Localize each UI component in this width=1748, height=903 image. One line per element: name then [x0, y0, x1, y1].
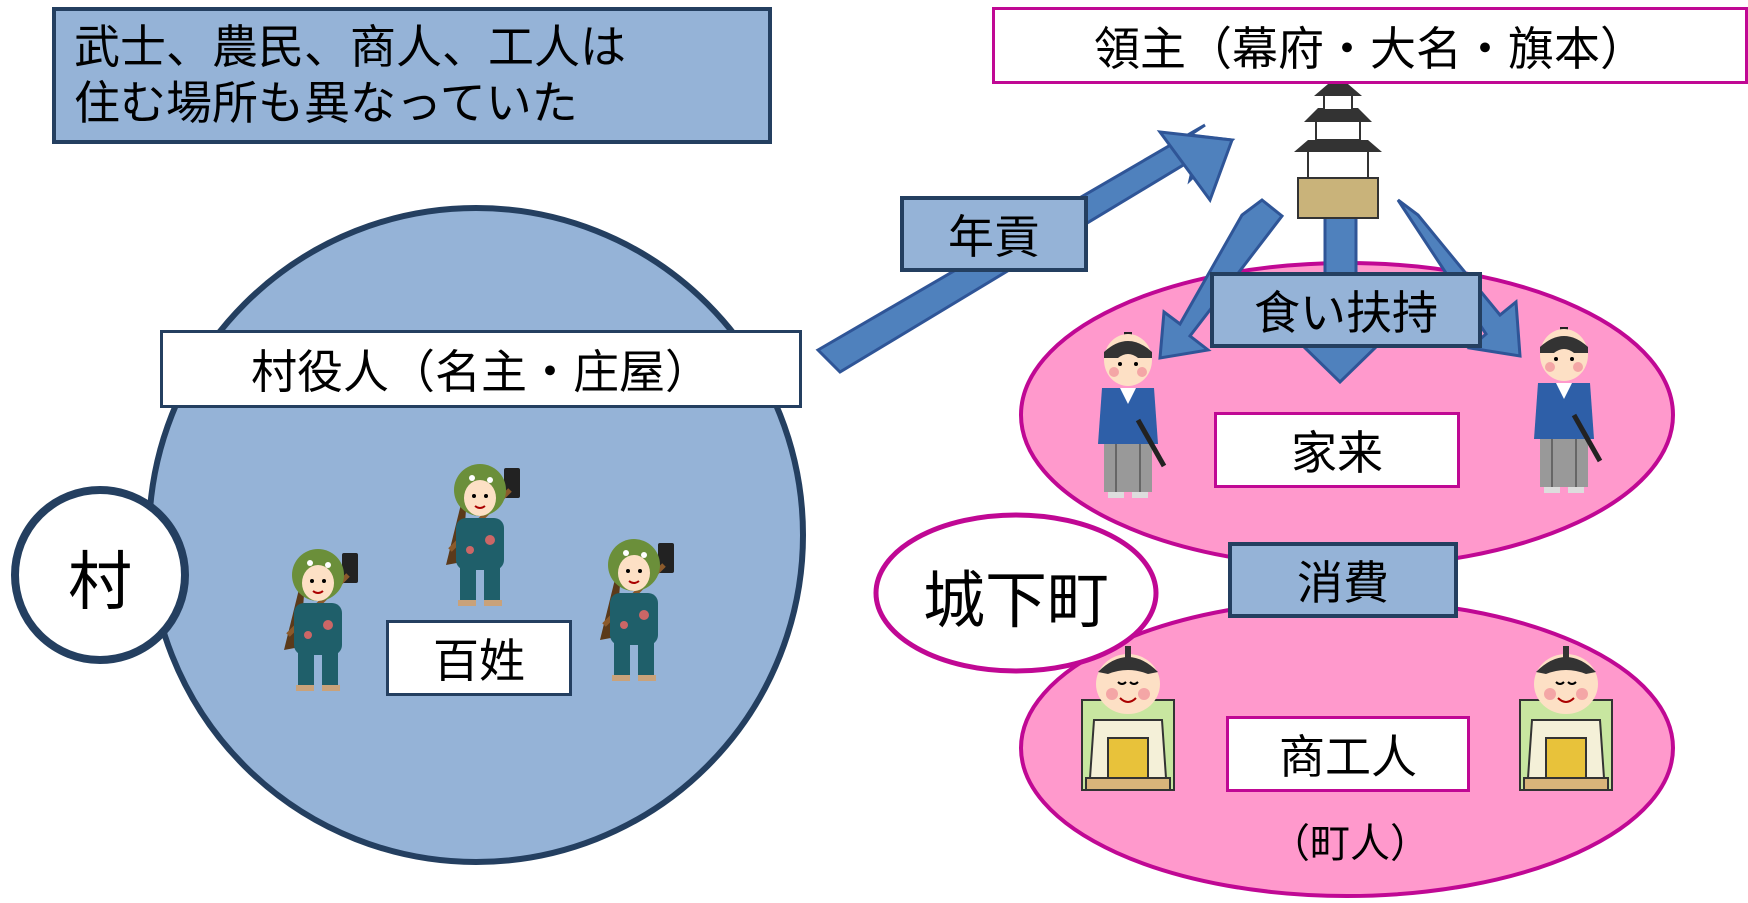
title-line-2: 住む場所も異なっていた	[74, 76, 578, 130]
title-box: 武士、農民、商人、工人は 住む場所も異なっていた	[52, 7, 772, 144]
retainers-label: 家来	[1214, 412, 1460, 488]
village-official-label: 村役人（名主・庄屋）	[160, 330, 802, 408]
peasants-label: 百姓	[386, 620, 572, 696]
tax-arrow-head	[1156, 130, 1235, 204]
village-label-circle	[11, 486, 189, 664]
tax-label: 年貢	[900, 196, 1088, 272]
townspeople-label: （町人）	[1270, 821, 1430, 867]
castle-icon	[1294, 84, 1382, 219]
consumption-label: 消費	[1228, 542, 1458, 618]
castle-town-ellipse	[873, 512, 1159, 674]
lord-label: 領主（幕府・大名・旗本）	[992, 7, 1748, 84]
support-label: 食い扶持	[1210, 272, 1482, 348]
village-label: 村	[68, 546, 132, 620]
title-line-1: 武士、農民、商人、工人は	[74, 20, 626, 74]
castle-town-label: 城下町	[922, 564, 1109, 637]
merchants-label: 商工人	[1226, 716, 1470, 792]
